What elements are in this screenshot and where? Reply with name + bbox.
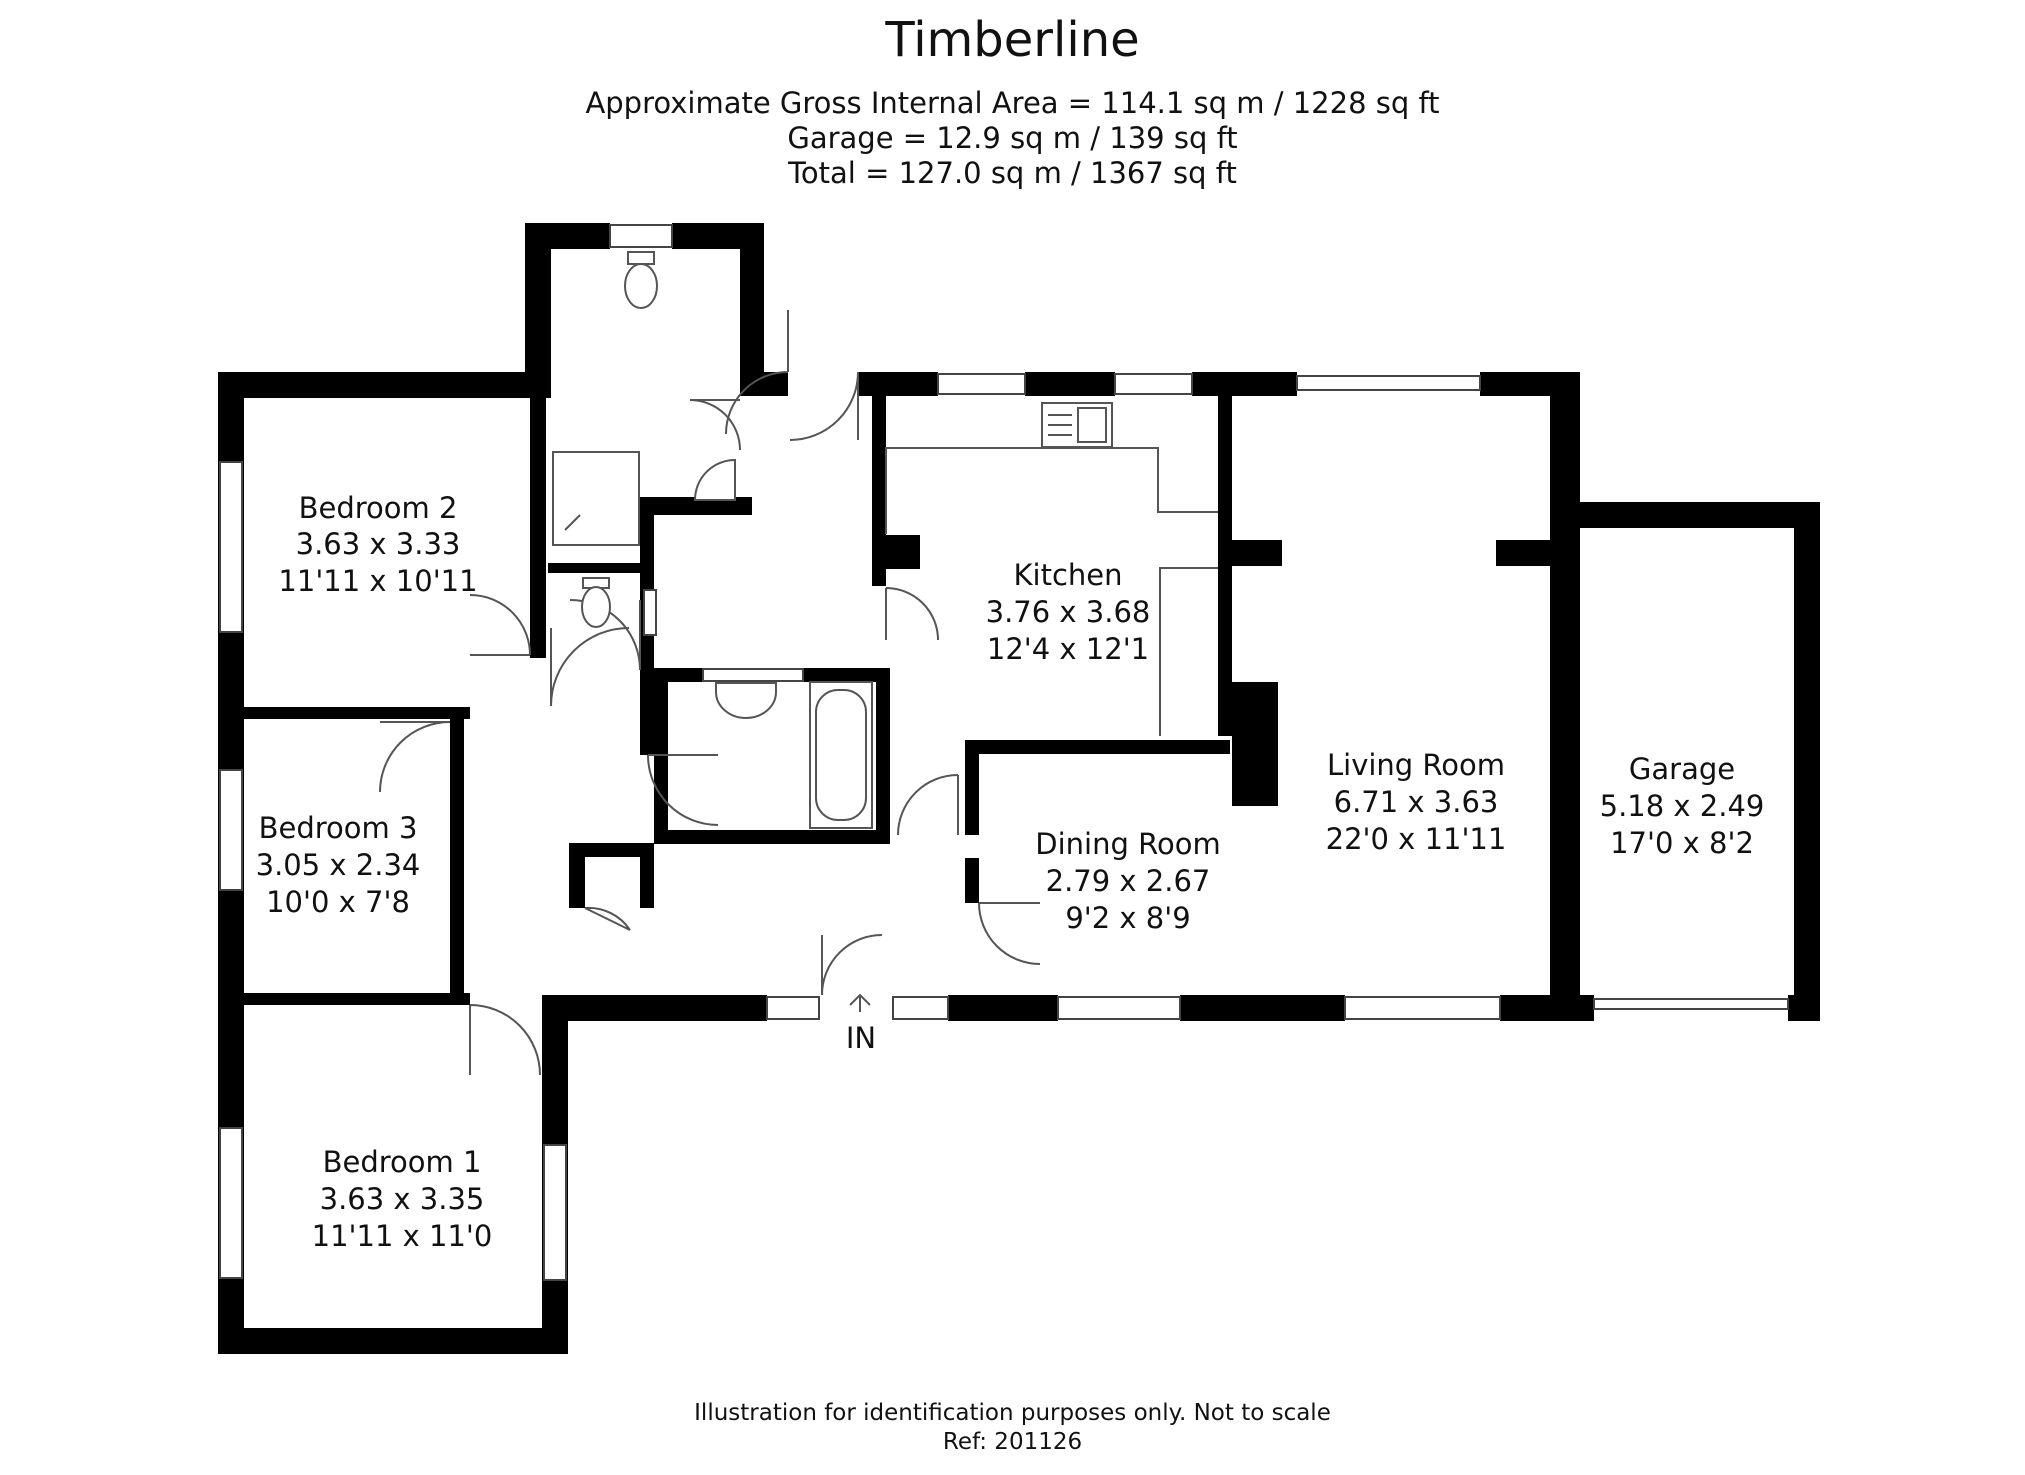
room-name: Bedroom 3 [259,811,418,845]
room-imperial: 10'0 x 7'8 [266,885,410,919]
room-imperial: 22'0 x 11'11 [1326,822,1507,856]
garage-area: Garage = 12.9 sq m / 139 sq ft [787,121,1238,155]
room-metric: 3.63 x 3.35 [320,1182,485,1216]
room-metric: 2.79 x 2.67 [1046,864,1211,898]
room-bedroom-3: Bedroom 3 3.05 x 2.34 10'0 x 7'8 [256,811,421,919]
room-name: Kitchen [1014,558,1123,592]
room-dining: Dining Room 2.79 x 2.67 9'2 x 8'9 [1035,827,1220,935]
room-metric: 3.76 x 3.68 [986,595,1151,629]
total-area: Total = 127.0 sq m / 1367 sq ft [788,156,1237,190]
disclaimer: Illustration for identification purposes… [694,1400,1331,1426]
room-garage: Garage 5.18 x 2.49 17'0 x 8'2 [1600,752,1765,860]
reference: Ref: 201126 [942,1429,1083,1455]
room-name: Bedroom 2 [299,491,458,525]
room-name: Living Room [1327,748,1505,782]
entrance-label: IN [846,1021,876,1055]
fixtures [552,251,1218,829]
room-bedroom-1: Bedroom 1 3.63 x 3.35 11'11 x 11'0 [312,1145,493,1253]
windows [219,224,1789,1281]
room-kitchen: Kitchen 3.76 x 3.68 12'4 x 12'1 [986,558,1151,666]
doors [379,310,1041,1076]
room-bedroom-2: Bedroom 2 3.63 x 3.33 11'11 x 10'11 [278,491,477,598]
room-imperial: 12'4 x 12'1 [987,632,1149,666]
room-metric: 5.18 x 2.49 [1600,789,1765,823]
room-imperial: 11'11 x 10'11 [278,564,477,598]
room-name: Dining Room [1035,827,1220,861]
room-metric: 3.63 x 3.33 [296,527,461,561]
room-living: Living Room 6.71 x 3.63 22'0 x 11'11 [1326,748,1507,856]
entrance-arrow-icon [849,993,871,1012]
room-name: Garage [1629,752,1735,786]
room-metric: 6.71 x 3.63 [1334,785,1499,819]
room-imperial: 11'11 x 11'0 [312,1219,493,1253]
room-imperial: 17'0 x 8'2 [1610,826,1754,860]
room-metric: 3.05 x 2.34 [256,848,421,882]
gross-internal-area: Approximate Gross Internal Area = 114.1 … [585,86,1440,120]
room-name: Bedroom 1 [323,1145,482,1179]
room-imperial: 9'2 x 8'9 [1065,901,1190,935]
plan-title: Timberline [885,12,1140,68]
